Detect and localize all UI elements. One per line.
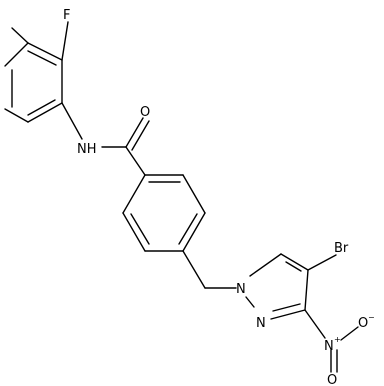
bond <box>307 254 337 271</box>
bond <box>27 99 56 116</box>
nitro-oxygen-bottom-label: O <box>327 373 337 386</box>
amide-nh-label: NH <box>77 142 97 157</box>
nitro-oxygen-top-label: O <box>358 316 368 331</box>
pyrazole-n1-label: N <box>236 282 246 297</box>
bond <box>272 303 301 312</box>
bond <box>11 27 29 44</box>
bond <box>280 253 309 271</box>
bond <box>61 102 83 140</box>
bond <box>340 326 359 341</box>
bond <box>27 50 57 66</box>
nitro-nitrogen-label: N <box>324 339 334 354</box>
bond <box>182 174 206 214</box>
bond <box>122 174 146 214</box>
nitro-nitrogen-charge: + <box>334 335 341 344</box>
bromine-label: Br <box>334 241 349 256</box>
bond <box>131 120 150 151</box>
bond <box>304 309 326 339</box>
bond <box>245 296 255 308</box>
bond <box>61 21 69 61</box>
bond <box>27 42 63 61</box>
carbonyl-oxygen-label: O <box>140 105 150 120</box>
bond <box>4 42 29 67</box>
bond <box>182 250 206 289</box>
pyrazole-n2-label: N <box>256 316 266 331</box>
bond <box>304 269 309 311</box>
bond <box>4 108 29 123</box>
bond-lines <box>4 21 359 373</box>
bond <box>270 309 306 320</box>
bond <box>178 213 198 245</box>
bond <box>249 253 282 277</box>
bond <box>285 261 302 272</box>
bond <box>182 212 206 252</box>
fluorine-label: F <box>63 8 70 23</box>
bond <box>130 213 150 245</box>
bond <box>27 102 63 123</box>
bond <box>125 117 144 148</box>
bond <box>122 212 146 252</box>
nitro-oxygen-top-charge: − <box>368 313 375 322</box>
bond <box>125 146 146 176</box>
